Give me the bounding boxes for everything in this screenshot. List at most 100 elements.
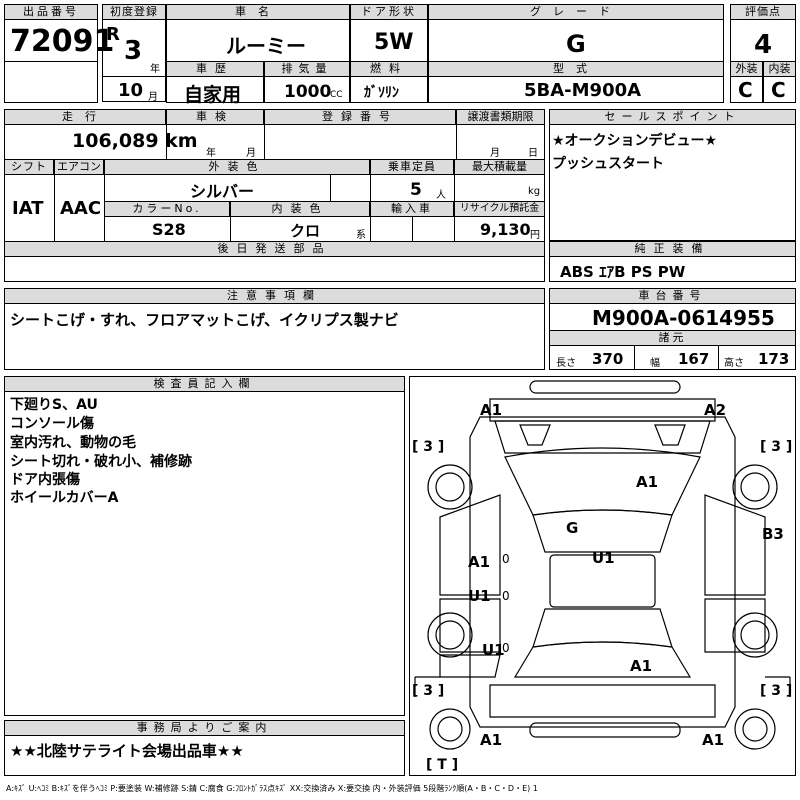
ac-header: エアコン (54, 159, 104, 175)
office-text: ★★北陸サテライト会場出品車★★ (10, 742, 244, 760)
transfer-day-unit: 日 (528, 148, 538, 159)
height-label: 高さ (724, 358, 744, 369)
inspector-line: コンソール傷 (10, 416, 94, 432)
later-parts-header: 後日発送部品 (4, 241, 545, 257)
car-diagram: A1 A2 A1 G A1 U1 B3 U1 U1 A1 A1 A1 [ 3 ]… (409, 376, 796, 776)
inspection-year-unit: 年 (206, 148, 216, 159)
tire-tread-rear-right: [ 3 ] (760, 683, 793, 699)
chassis-header: 車台番号 (549, 288, 796, 304)
color-no: S28 (152, 220, 186, 239)
recycle-fee: 9,130 (480, 220, 531, 239)
spec-header: 諸元 (549, 330, 796, 346)
office-header: 事務局よりご案内 (4, 720, 405, 736)
year-unit: 年 (150, 64, 160, 75)
inspection-month-unit: 月 (246, 148, 256, 159)
width: 167 (678, 350, 710, 368)
transfer-header: 譲渡書類期限 (456, 109, 545, 125)
history: 自家用 (184, 84, 242, 106)
damage-label-rear-left: A1 (480, 731, 503, 749)
spare-tire-mark: [ T ] (426, 757, 459, 773)
int-color-header: 内装色 (230, 201, 370, 217)
first-reg-header: 初度登録 (102, 4, 166, 20)
ac: AAC (60, 198, 102, 219)
inspector-line: ホイールカバーA (10, 490, 119, 506)
reg-no-header: 登録番号 (264, 109, 456, 125)
transfer-month-unit: 月 (490, 148, 500, 159)
exterior-grade: C (738, 78, 753, 102)
sales-point-line: プッシュスタート (552, 156, 664, 172)
tire-tread-front-right: [ 3 ] (760, 439, 793, 455)
mileage-header: 走行 (4, 109, 166, 125)
grade: G (566, 30, 586, 58)
damage-label-rear-right: A1 (702, 731, 725, 749)
lot-number-blank (4, 61, 98, 103)
capacity-header: 乗車定員 (370, 159, 454, 175)
shift: IAT (12, 198, 44, 219)
chassis-number: M900A-0614955 (592, 306, 775, 330)
displacement: 1000 (284, 82, 332, 102)
recycle-header: リサイクル預託金 (454, 201, 545, 217)
int-color: クロ (290, 222, 321, 240)
displacement-unit: CC (330, 90, 343, 100)
damage-label-left-front-door: A1 (468, 553, 491, 571)
door-header: ドア形状 (350, 4, 428, 20)
first-reg-month: 10 (118, 80, 144, 101)
damage-label-rear: A1 (630, 657, 653, 675)
capacity: 5 (410, 180, 422, 200)
grade-header: グレード (428, 4, 724, 20)
recycle-unit: 円 (530, 230, 540, 241)
door: 5W (374, 30, 414, 55)
equipment-header: 純正装備 (549, 241, 796, 257)
inspector-line: ドア内張傷 (10, 472, 80, 488)
history-header: 車歴 (166, 61, 264, 77)
color-no-header: カラーNo. (104, 201, 230, 217)
ext-color: シルバー (190, 182, 255, 201)
damage-label-left-quarter: U1 (482, 641, 505, 659)
score-header: 評価点 (730, 4, 796, 20)
length-label: 長さ (556, 358, 576, 369)
damage-label-front-right: A2 (704, 401, 727, 419)
damage-label-windshield: G (566, 519, 579, 537)
zero-mark: 0 (502, 589, 510, 603)
equipment-text: ABS ｴｱB PS PW (560, 263, 686, 281)
legend: A:ｷｽﾞ U:ﾍｺﾐ B:ｷｽﾞを伴うﾍｺﾐ P:要塗装 W:補修跡 S:錆 … (6, 784, 538, 793)
car-name-header: 車名 (166, 4, 350, 20)
era: R (106, 24, 120, 45)
inspector-line: 下廻りS、AU (10, 397, 98, 413)
interior-grade: C (771, 78, 786, 102)
tire-tread-front-left: [ 3 ] (412, 439, 445, 455)
damage-label-roof: U1 (592, 549, 615, 567)
fuel: ｶﾞｿﾘﾝ (364, 85, 399, 101)
max-load-header: 最大積載量 (454, 159, 545, 175)
height: 173 (758, 350, 790, 368)
ext-color-header: 外装色 (104, 159, 370, 175)
fuel-header: 燃料 (350, 61, 428, 77)
import-header: 輸入車 (370, 201, 454, 217)
notes-header: 注意事項欄 (4, 288, 545, 304)
lot-number: 72091 (10, 24, 115, 59)
notes-text: シートこげ・すれ、フロアマットこげ、イクリプス製ナビ (10, 311, 399, 329)
exterior-header: 外装 (730, 61, 763, 77)
damage-label-left-rear-door: U1 (468, 587, 491, 605)
sales-point-header: セールスポイント (549, 109, 796, 125)
shift-header: シフト (4, 159, 54, 175)
max-load-unit: kg (528, 186, 541, 197)
model-header: 型式 (428, 61, 724, 77)
inspector-header: 検査員記入欄 (4, 376, 405, 392)
inspector-line: シート切れ・破れ小、補修跡 (10, 454, 192, 470)
damage-label-hood: A1 (636, 473, 659, 491)
damage-label-front-left: A1 (480, 401, 503, 419)
model: 5BA-M900A (524, 80, 642, 101)
mileage: 106,089 km (72, 130, 198, 152)
lot-number-header: 出品番号 (4, 4, 98, 20)
score: 4 (754, 30, 773, 60)
car-outline (414, 380, 791, 750)
int-color-unit: 系 (356, 230, 366, 241)
month-unit: 月 (148, 92, 158, 103)
tire-tread-rear-left: [ 3 ] (412, 683, 445, 699)
displacement-header: 排気量 (264, 61, 350, 77)
capacity-unit: 人 (436, 190, 446, 201)
sales-point-box (549, 109, 796, 241)
damage-label-right-fender: B3 (762, 525, 784, 543)
car-name: ルーミー (226, 34, 306, 58)
